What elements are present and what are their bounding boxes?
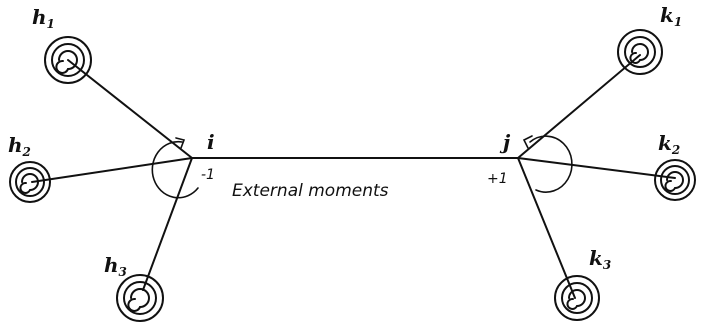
moment-value-i: -1 <box>201 167 215 183</box>
label-h2: h2 <box>8 133 31 159</box>
external-moments-caption: External moments <box>232 181 389 201</box>
moment-arc-j <box>529 135 573 193</box>
spring-k1 <box>617 29 663 75</box>
spring-h1 <box>44 36 92 84</box>
member-i-h2 <box>31 157 193 183</box>
spring-h3 <box>116 274 164 322</box>
member-j-k1 <box>517 54 641 159</box>
spring-k2 <box>654 159 696 201</box>
spring-k3 <box>554 275 600 321</box>
member-j-k2 <box>517 157 676 179</box>
moment-value-j: +1 <box>487 171 508 187</box>
label-h1: h1 <box>32 5 55 31</box>
label-k1: k1 <box>660 3 682 29</box>
member-i-h3 <box>142 157 193 291</box>
joint-label-j: j <box>499 130 511 154</box>
label-h3: h3 <box>104 253 127 279</box>
member-j-k3 <box>517 157 576 299</box>
joint-label-i: i <box>207 130 215 154</box>
spring-h2 <box>9 161 51 203</box>
member-i-h1 <box>67 59 193 159</box>
moment-arrow-i <box>175 137 186 149</box>
label-k3: k3 <box>589 246 611 272</box>
moment-arc-i <box>151 140 199 199</box>
moment-arrow-j <box>522 135 533 149</box>
label-k2: k2 <box>658 131 680 157</box>
